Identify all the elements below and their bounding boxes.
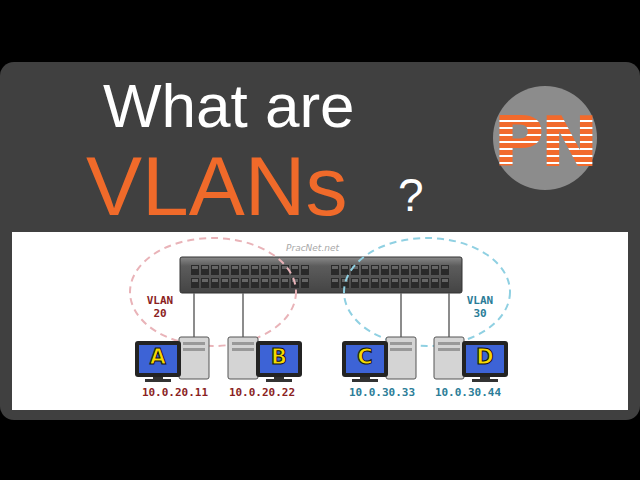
ip-address: 10.0.30.44 [428,386,508,399]
ip-address: 10.0.30.33 [342,386,422,399]
network-cable [194,293,449,338]
computer-letter: C [346,345,384,373]
vlan-outline [342,236,512,348]
vlan-region: VLAN 30 [342,236,512,348]
network-switch [180,257,462,293]
watermark: PracNet.net [286,243,339,253]
computer-letter: D [466,345,504,373]
title-panel [0,62,640,420]
title-keyword: VLANs [86,138,347,235]
vlan-outline [128,236,298,348]
vlan-label: VLAN 30 [460,294,500,320]
computer: D 10.0.30.44 [428,336,508,400]
computer-letter: A [139,345,177,373]
computer: A 10.0.20.11 [135,336,215,400]
title: What are [103,70,355,141]
title-mark: ? [398,168,424,222]
logo-disc [493,86,597,190]
computer: B 10.0.20.22 [222,336,302,400]
vlan-region: VLAN 20 [128,236,298,348]
computer: C 10.0.30.33 [342,336,422,400]
computer-letter: B [260,345,298,373]
ip-address: 10.0.20.22 [222,386,302,399]
diagram-ground [12,232,628,410]
logo-letters: PN [493,101,595,183]
ip-address: 10.0.20.11 [135,386,215,399]
vlan-label: VLAN 20 [140,294,180,320]
